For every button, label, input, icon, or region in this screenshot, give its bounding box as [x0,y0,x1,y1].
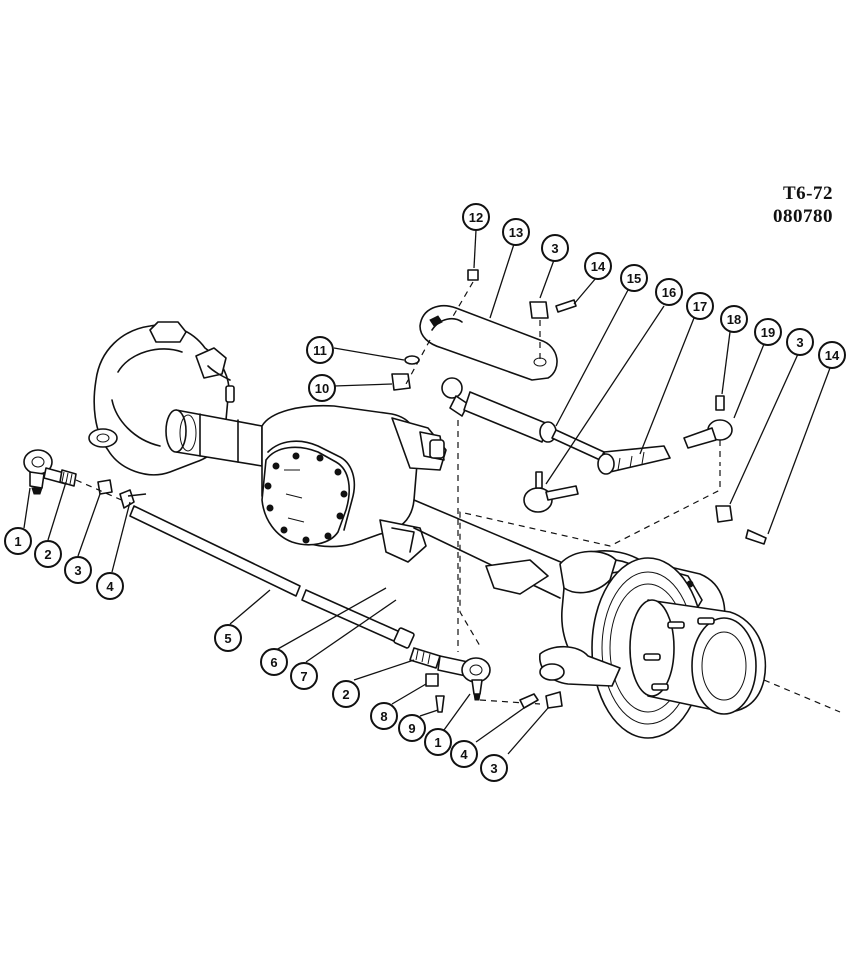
callout-2-right-adjuster: 2 [332,680,360,708]
wheel-hub-rotor [539,550,841,739]
callout-14-top-cotter-pin: 14 [584,252,612,280]
callout-4-right-cotter-pin: 4 [450,740,478,768]
connecting-rod [129,505,441,669]
pitman-arm [391,269,577,391]
callout-14-outer-cotter-pin: 14 [818,341,846,369]
callout-5-connecting-rod: 5 [214,624,242,652]
callout-12-bolt: 12 [462,203,490,231]
callout-17-adjuster: 17 [686,292,714,320]
callout-6-washer: 6 [260,648,288,676]
callout-1-left-tie-rod-end: 1 [4,527,32,555]
callout-10-nut: 10 [308,374,336,402]
callout-4-left-cotter-pin: 4 [96,572,124,600]
callout-19-outer-rod-end: 19 [754,318,782,346]
leader-lines [23,229,831,755]
callout-3-left-nut: 3 [64,556,92,584]
callout-13-pitman-arm: 13 [502,218,530,246]
figure-reference-code: T6-72 [783,183,833,204]
callout-9-clamp-bolt: 9 [398,714,426,742]
callout-3-outer-nut: 3 [786,328,814,356]
right-tie-rod-end [425,420,563,713]
figure-reference-date: 080780 [773,206,833,227]
callout-3-top-nut: 3 [541,234,569,262]
callout-1-right-tie-rod-end: 1 [424,728,452,756]
callout-7-nut: 7 [290,662,318,690]
callout-2-left-adjuster: 2 [34,540,62,568]
axle-housing [88,321,571,599]
callout-16-ball-joint: 16 [655,278,683,306]
callout-8-clamp-nut: 8 [370,702,398,730]
callout-18-fitting: 18 [720,305,748,333]
callout-3-right-nut: 3 [480,754,508,782]
callout-11-washer: 11 [306,336,334,364]
drag-link [441,377,767,647]
callout-15-drag-link: 15 [620,264,648,292]
